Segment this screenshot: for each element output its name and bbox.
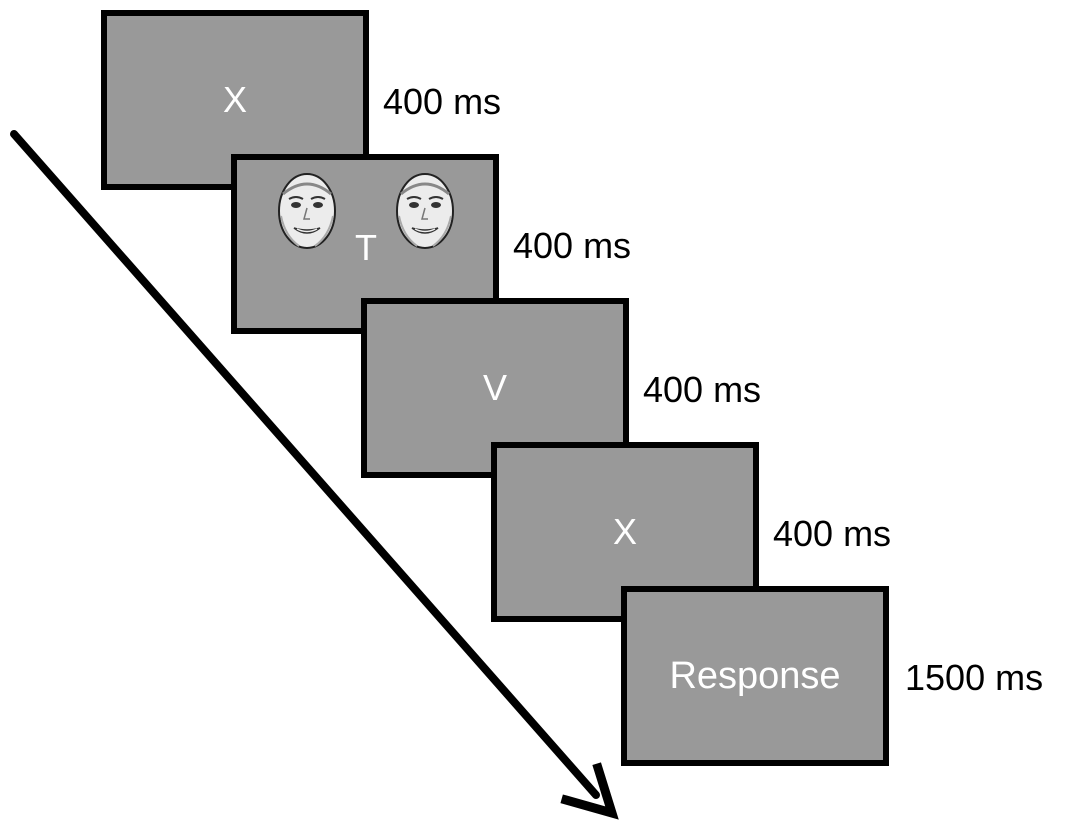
stimulus-letter-x-2: X — [612, 511, 637, 552]
stimulus-letter-t: T — [355, 227, 377, 268]
response-screen: Response — [621, 586, 889, 766]
stimulus-letter-x: X — [222, 79, 247, 120]
face-image-left — [278, 173, 336, 249]
face-image-right — [396, 173, 454, 249]
duration-label-3: 400 ms — [643, 369, 762, 410]
duration-label-5: 1500 ms — [905, 657, 1044, 698]
stimulus-letter-v: V — [482, 367, 507, 408]
duration-label-2: 400 ms — [513, 225, 632, 266]
duration-label-1: 400 ms — [383, 81, 502, 122]
response-label: Response — [669, 655, 841, 697]
duration-label-4: 400 ms — [773, 513, 892, 554]
